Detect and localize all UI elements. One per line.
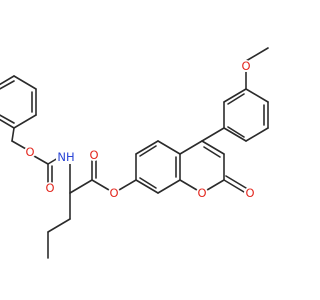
atom-label-carbamate-ester-oxygen: O: [24, 145, 36, 159]
coumarin-pyranone-ring: [179, 140, 247, 194]
atom-label-ester-carbonyl-oxygen: O: [88, 148, 100, 162]
propyl-side-chain: [47, 179, 93, 259]
svg-text:O: O: [241, 59, 250, 73]
atom-label-lactone-ring-oxygen: O: [196, 186, 208, 200]
atom-label-carbamate-carbonyl-oxygen: O: [44, 181, 56, 195]
carbamate-group: [11, 140, 71, 194]
benzyl-ring: [0, 75, 37, 142]
svg-text:NH: NH: [57, 150, 74, 164]
atom-label-methoxy-oxygen: O: [240, 59, 252, 73]
atom-label-nh: NH: [56, 150, 78, 164]
molecule-structure-diagram: O O O NH O O O O: [0, 47, 269, 259]
methoxyphenyl-ring: [223, 88, 269, 142]
svg-text:O: O: [45, 181, 54, 195]
svg-text:O: O: [25, 145, 34, 159]
svg-text:O: O: [109, 186, 118, 200]
aryl-coumarin-bond: [201, 127, 225, 142]
svg-text:O: O: [197, 186, 206, 200]
atom-label-ester-link-oxygen: O: [108, 186, 120, 200]
coumarin-benzo-ring: [135, 140, 181, 194]
methoxy-group: [245, 47, 269, 90]
ester-linkage: [91, 159, 137, 191]
atom-label-lactone-carbonyl-oxygen: O: [244, 186, 256, 200]
svg-text:O: O: [89, 148, 98, 162]
svg-text:O: O: [245, 186, 254, 200]
